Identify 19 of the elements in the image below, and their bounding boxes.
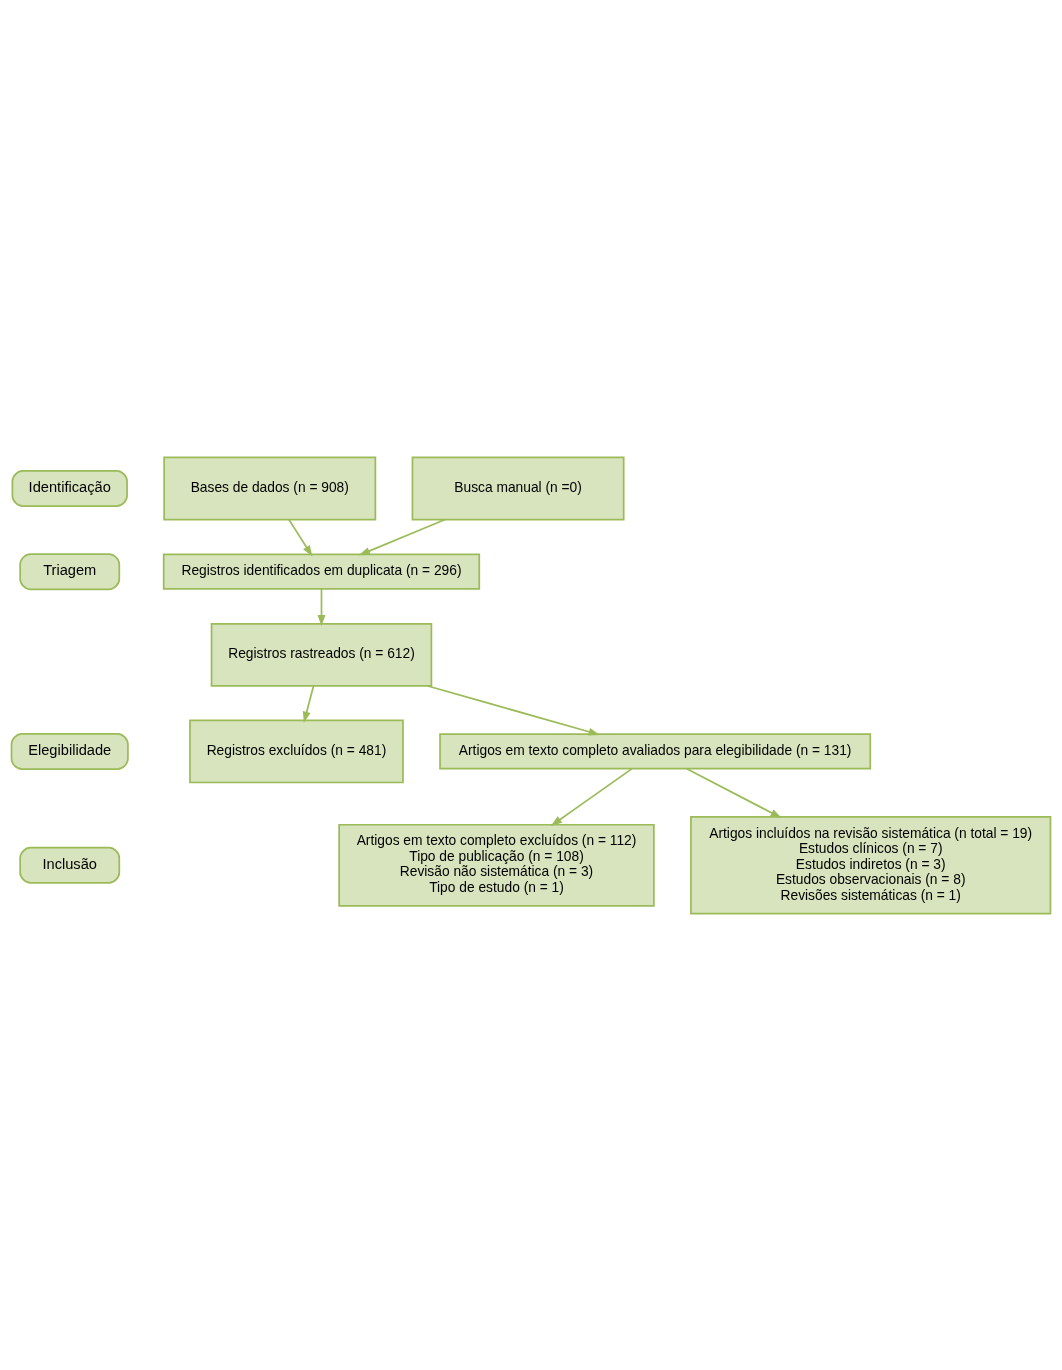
arrow xyxy=(358,518,446,555)
node-box: Registros excluídos (n = 481) xyxy=(189,719,404,783)
node-box: Bases de dados (n = 908) xyxy=(163,456,377,520)
node-box: Inclusão xyxy=(19,846,121,884)
node-box: Triagem xyxy=(19,552,121,590)
node-box: Identificação xyxy=(11,469,128,507)
node-box: Artigos incluídos na revisão sistemática (n total = 19) Estudos clínicos (n = 7) Estudos indiretos (n = 3) Estudos observacionais (n = 8) Revisões sistemáticas (n = 1) xyxy=(690,815,1052,914)
arrow xyxy=(550,767,633,826)
arrow xyxy=(426,684,600,736)
arrow xyxy=(685,767,782,818)
arrow xyxy=(317,587,326,626)
node-box: Elegibilidade xyxy=(10,732,129,770)
node-box: Busca manual (n =0) xyxy=(411,456,625,520)
arrow xyxy=(288,518,313,557)
node-box: Registros identificados em duplicata (n = 296) xyxy=(162,553,481,590)
node-box: Artigos em texto completo excluídos (n = 112) Tipo de publicação (n = 108) Revisão não sistemática (n = 3) Tipo de estudo (n = 1) xyxy=(338,823,655,907)
node-box: Registros rastreados (n = 612) xyxy=(210,622,433,687)
node-box: Artigos em texto completo avaliados para elegibilidade (n = 131) xyxy=(439,732,872,770)
arrow xyxy=(302,684,315,723)
